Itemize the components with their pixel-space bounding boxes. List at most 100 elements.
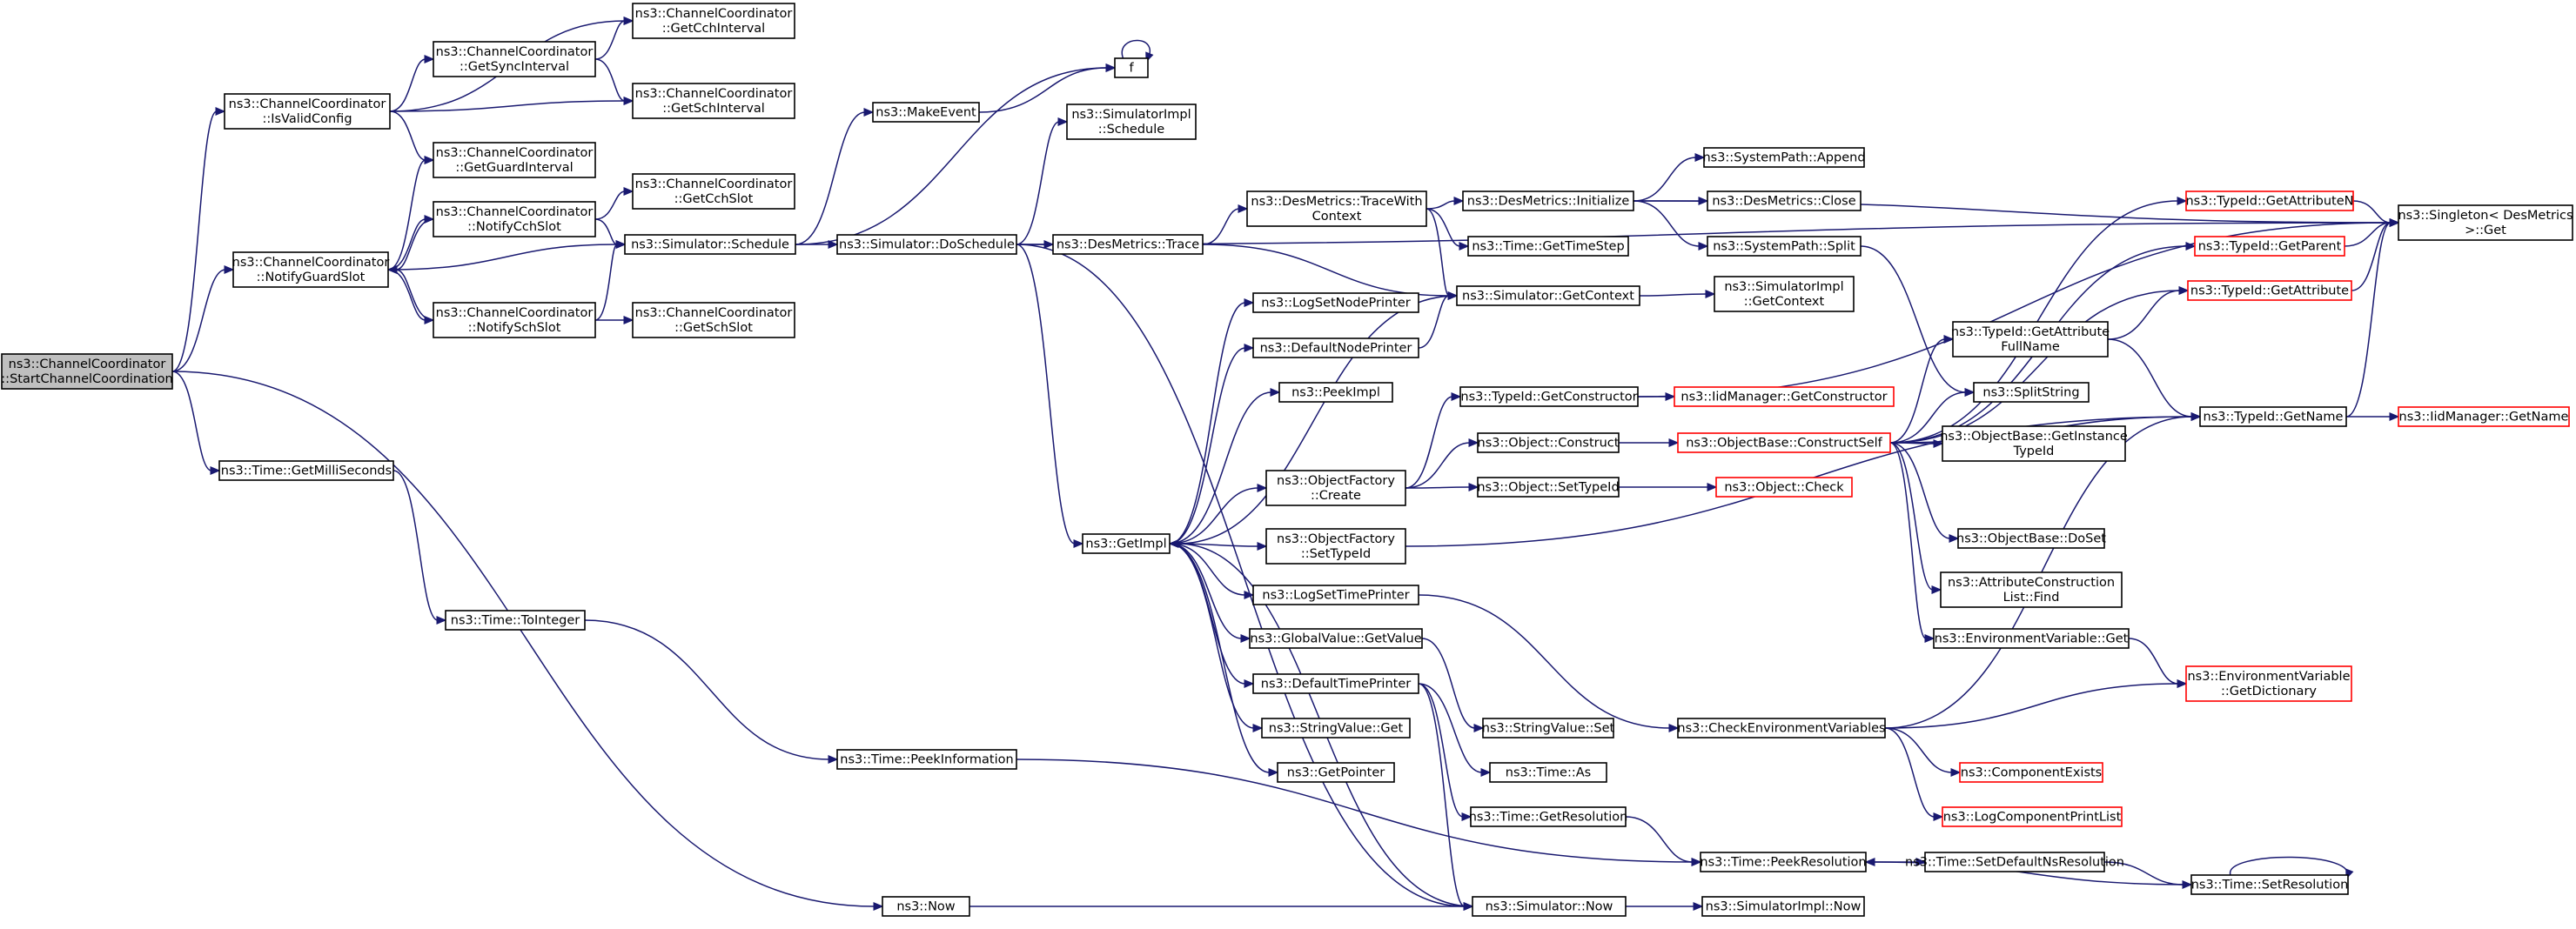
graph-node-svget[interactable]: ns3::StringValue::Get	[1261, 718, 1411, 739]
node-label: ns3::ChannelCoordinator	[436, 45, 594, 59]
node-label: ns3::Simulator::Now	[1486, 900, 1613, 914]
graph-node-splitstring[interactable]: ns3::SplitString	[1973, 382, 2090, 403]
graph-node-tidgetattrn[interactable]: ns3::TypeId::GetAttributeN	[2185, 190, 2354, 211]
edge-start-to-isvalid	[171, 107, 226, 372]
edge-getres-to-peekres	[1625, 816, 1702, 866]
graph-node-now[interactable]: ns3::Now	[882, 896, 970, 917]
graph-node-checkenv[interactable]: ns3::CheckEnvironmentVariables	[1677, 718, 1886, 739]
graph-node-timeas[interactable]: ns3::Time::As	[1489, 762, 1607, 783]
graph-node-deftime[interactable]: ns3::DefaultTimePrinter	[1252, 673, 1419, 694]
graph-node-obconstructself[interactable]: ns3::ObjectBase::ConstructSelf	[1677, 432, 1891, 453]
node-box	[1249, 628, 1423, 649]
node-label: ns3::ObjectFactory	[1277, 532, 1395, 546]
node-box	[1677, 718, 1886, 739]
edge-getimpl-to-svget	[1169, 543, 1264, 732]
edge-getimpl-to-getpointer	[1169, 543, 1279, 777]
node-label: TypeId	[2013, 444, 2055, 458]
graph-node-logsettime[interactable]: ns3::LogSetTimePrinter	[1252, 585, 1419, 605]
graph-node-simimplnow[interactable]: ns3::SimulatorImpl::Now	[1701, 896, 1865, 917]
graph-node-getres[interactable]: ns3::Time::GetResolution	[1469, 806, 1628, 827]
graph-node-schedule[interactable]: ns3::Simulator::Schedule	[624, 234, 796, 255]
node-box	[1942, 425, 2126, 462]
graph-node-gettimestep[interactable]: ns3::Time::GetTimeStep	[1467, 236, 1629, 257]
graph-node-getcchint[interactable]: ns3::ChannelCoordinator::GetCchInterval	[632, 3, 795, 39]
graph-node-logsetnode[interactable]: ns3::LogSetNodePrinter	[1252, 292, 1419, 313]
node-box	[433, 302, 596, 338]
graph-node-iidgetname[interactable]: ns3::IidManager::GetName	[2398, 406, 2570, 427]
graph-node-getguard[interactable]: ns3::ChannelCoordinator::GetGuardInterva…	[433, 142, 596, 178]
graph-node-defnode[interactable]: ns3::DefaultNodePrinter	[1252, 338, 1419, 358]
graph-node-tidgetname[interactable]: ns3::TypeId::GetName	[2199, 406, 2347, 427]
graph-node-doschedule[interactable]: ns3::Simulator::DoSchedule	[836, 234, 1017, 255]
graph-node-isvalid[interactable]: ns3::ChannelCoordinator::IsValidConfig	[224, 93, 391, 130]
node-label: FullName	[2001, 340, 2060, 354]
graph-node-peekres[interactable]: ns3::Time::PeekResolution	[1700, 852, 1867, 872]
node-box	[1959, 762, 2103, 783]
graph-node-envget[interactable]: ns3::EnvironmentVariable::Get	[1933, 628, 2130, 649]
node-label: ::GetCchSlot	[674, 192, 754, 206]
node-box	[1952, 321, 2109, 358]
graph-node-getimpl[interactable]: ns3::GetImpl	[1082, 533, 1171, 554]
graph-node-tidgetparent[interactable]: ns3::TypeId::GetParent	[2194, 236, 2345, 257]
node-label: ns3::Time::SetResolution	[2191, 879, 2349, 892]
node-box	[1942, 806, 2123, 827]
graph-node-logcompprint[interactable]: ns3::LogComponentPrintList	[1942, 806, 2123, 827]
node-label: ns3::SimulatorImpl::Now	[1706, 900, 1862, 914]
node-box	[1066, 104, 1197, 140]
graph-node-syssplit[interactable]: ns3::SystemPath::Split	[1707, 236, 1862, 257]
graph-node-simimplschedule[interactable]: ns3::SimulatorImpl::Schedule	[1066, 104, 1197, 140]
graph-node-tidgetctor[interactable]: ns3::TypeId::GetConstructor	[1459, 386, 1639, 407]
graph-node-getschint[interactable]: ns3::ChannelCoordinator::GetSchInterval	[632, 83, 795, 119]
graph-node-getcontext[interactable]: ns3::Simulator::GetContext	[1456, 285, 1640, 306]
graph-node-objsettype[interactable]: ns3::Object::SetTypeId	[1477, 477, 1620, 498]
graph-node-objconstruct[interactable]: ns3::Object::Construct	[1477, 432, 1620, 453]
edge-notifysch-to-schedule	[594, 240, 627, 321]
graph-node-f[interactable]: f	[1114, 57, 1149, 78]
node-label: ns3::ChannelCoordinator	[635, 87, 793, 101]
graph-node-notifysch[interactable]: ns3::ChannelCoordinator::NotifySchSlot	[433, 302, 596, 338]
graph-node-makeevent[interactable]: ns3::MakeEvent	[872, 102, 980, 123]
graph-node-tidgetattr[interactable]: ns3::TypeId::GetAttribute	[2187, 280, 2352, 301]
graph-node-dmclose[interactable]: ns3::DesMetrics::Close	[1707, 190, 1862, 211]
graph-node-setdefres[interactable]: ns3::Time::SetDefaultNsResolution	[1905, 852, 2124, 872]
graph-node-toint[interactable]: ns3::Time::ToInteger	[445, 610, 586, 631]
edge-notifysch-to-getschslot	[595, 316, 634, 324]
graph-node-getschslot[interactable]: ns3::ChannelCoordinator::GetSchSlot	[632, 302, 795, 338]
graph-node-setres[interactable]: ns3::Time::SetResolution	[2190, 874, 2349, 895]
graph-node-getcchslot[interactable]: ns3::ChannelCoordinator::GetCchSlot	[632, 173, 795, 210]
edge-start-to-notifyguard	[171, 265, 235, 372]
graph-node-gvgetvalue[interactable]: ns3::GlobalValue::GetValue	[1249, 628, 1423, 649]
graph-node-peekimpl[interactable]: ns3::PeekImpl	[1278, 382, 1393, 403]
graph-node-notifyguard[interactable]: ns3::ChannelCoordinator::NotifyGuardSlot	[232, 251, 390, 288]
graph-node-singleton[interactable]: ns3::Singleton< DesMetrics >::Get	[2398, 204, 2573, 241]
graph-node-objcheck[interactable]: ns3::Object::Check	[1715, 477, 1853, 498]
node-label: ::StartChannelCoordination	[1, 372, 172, 386]
graph-node-obdoset[interactable]: ns3::ObjectBase::DoSet	[1956, 528, 2106, 549]
graph-node-envgetdict[interactable]: ns3::EnvironmentVariable::GetDictionary	[2185, 665, 2352, 702]
graph-node-dmtrace[interactable]: ns3::DesMetrics::Trace	[1052, 234, 1204, 255]
graph-node-iidgetctor[interactable]: ns3::IidManager::GetConstructor	[1674, 386, 1895, 407]
graph-node-simimplgetctx[interactable]: ns3::SimulatorImpl::GetContext	[1714, 276, 1855, 312]
graph-node-compexists[interactable]: ns3::ComponentExists	[1959, 762, 2103, 783]
graph-node-getpointer[interactable]: ns3::GetPointer	[1277, 762, 1395, 783]
graph-node-getsync[interactable]: ns3::ChannelCoordinator::GetSyncInterval	[433, 41, 596, 77]
graph-node-ofsettype[interactable]: ns3::ObjectFactory::SetTypeId	[1265, 528, 1406, 565]
graph-node-getms[interactable]: ns3::Time::GetMilliSeconds	[218, 460, 394, 481]
edge-schedule-to-makeevent	[795, 108, 875, 245]
graph-node-ofcreate[interactable]: ns3::ObjectFactory::Create	[1265, 470, 1406, 506]
graph-node-notifycch[interactable]: ns3::ChannelCoordinator::NotifyCchSlot	[433, 201, 596, 237]
graph-node-simnow[interactable]: ns3::Simulator::Now	[1472, 896, 1627, 917]
graph-node-peekinfo[interactable]: ns3::Time::PeekInformation	[836, 749, 1017, 770]
graph-node-svset[interactable]: ns3::StringValue::Set	[1482, 718, 1615, 739]
graph-node-sysappend[interactable]: ns3::SystemPath::Append	[1702, 147, 1866, 168]
edge-dminit-to-syssplit	[1633, 200, 1709, 251]
graph-node-start[interactable]: ns3::ChannelCoordinator::StartChannelCoo…	[1, 353, 173, 390]
graph-node-dminit[interactable]: ns3::DesMetrics::Initialize	[1462, 190, 1634, 211]
node-label: ::GetDictionary	[2221, 685, 2317, 698]
edge-objsettype-to-objcheck	[1619, 483, 1718, 491]
